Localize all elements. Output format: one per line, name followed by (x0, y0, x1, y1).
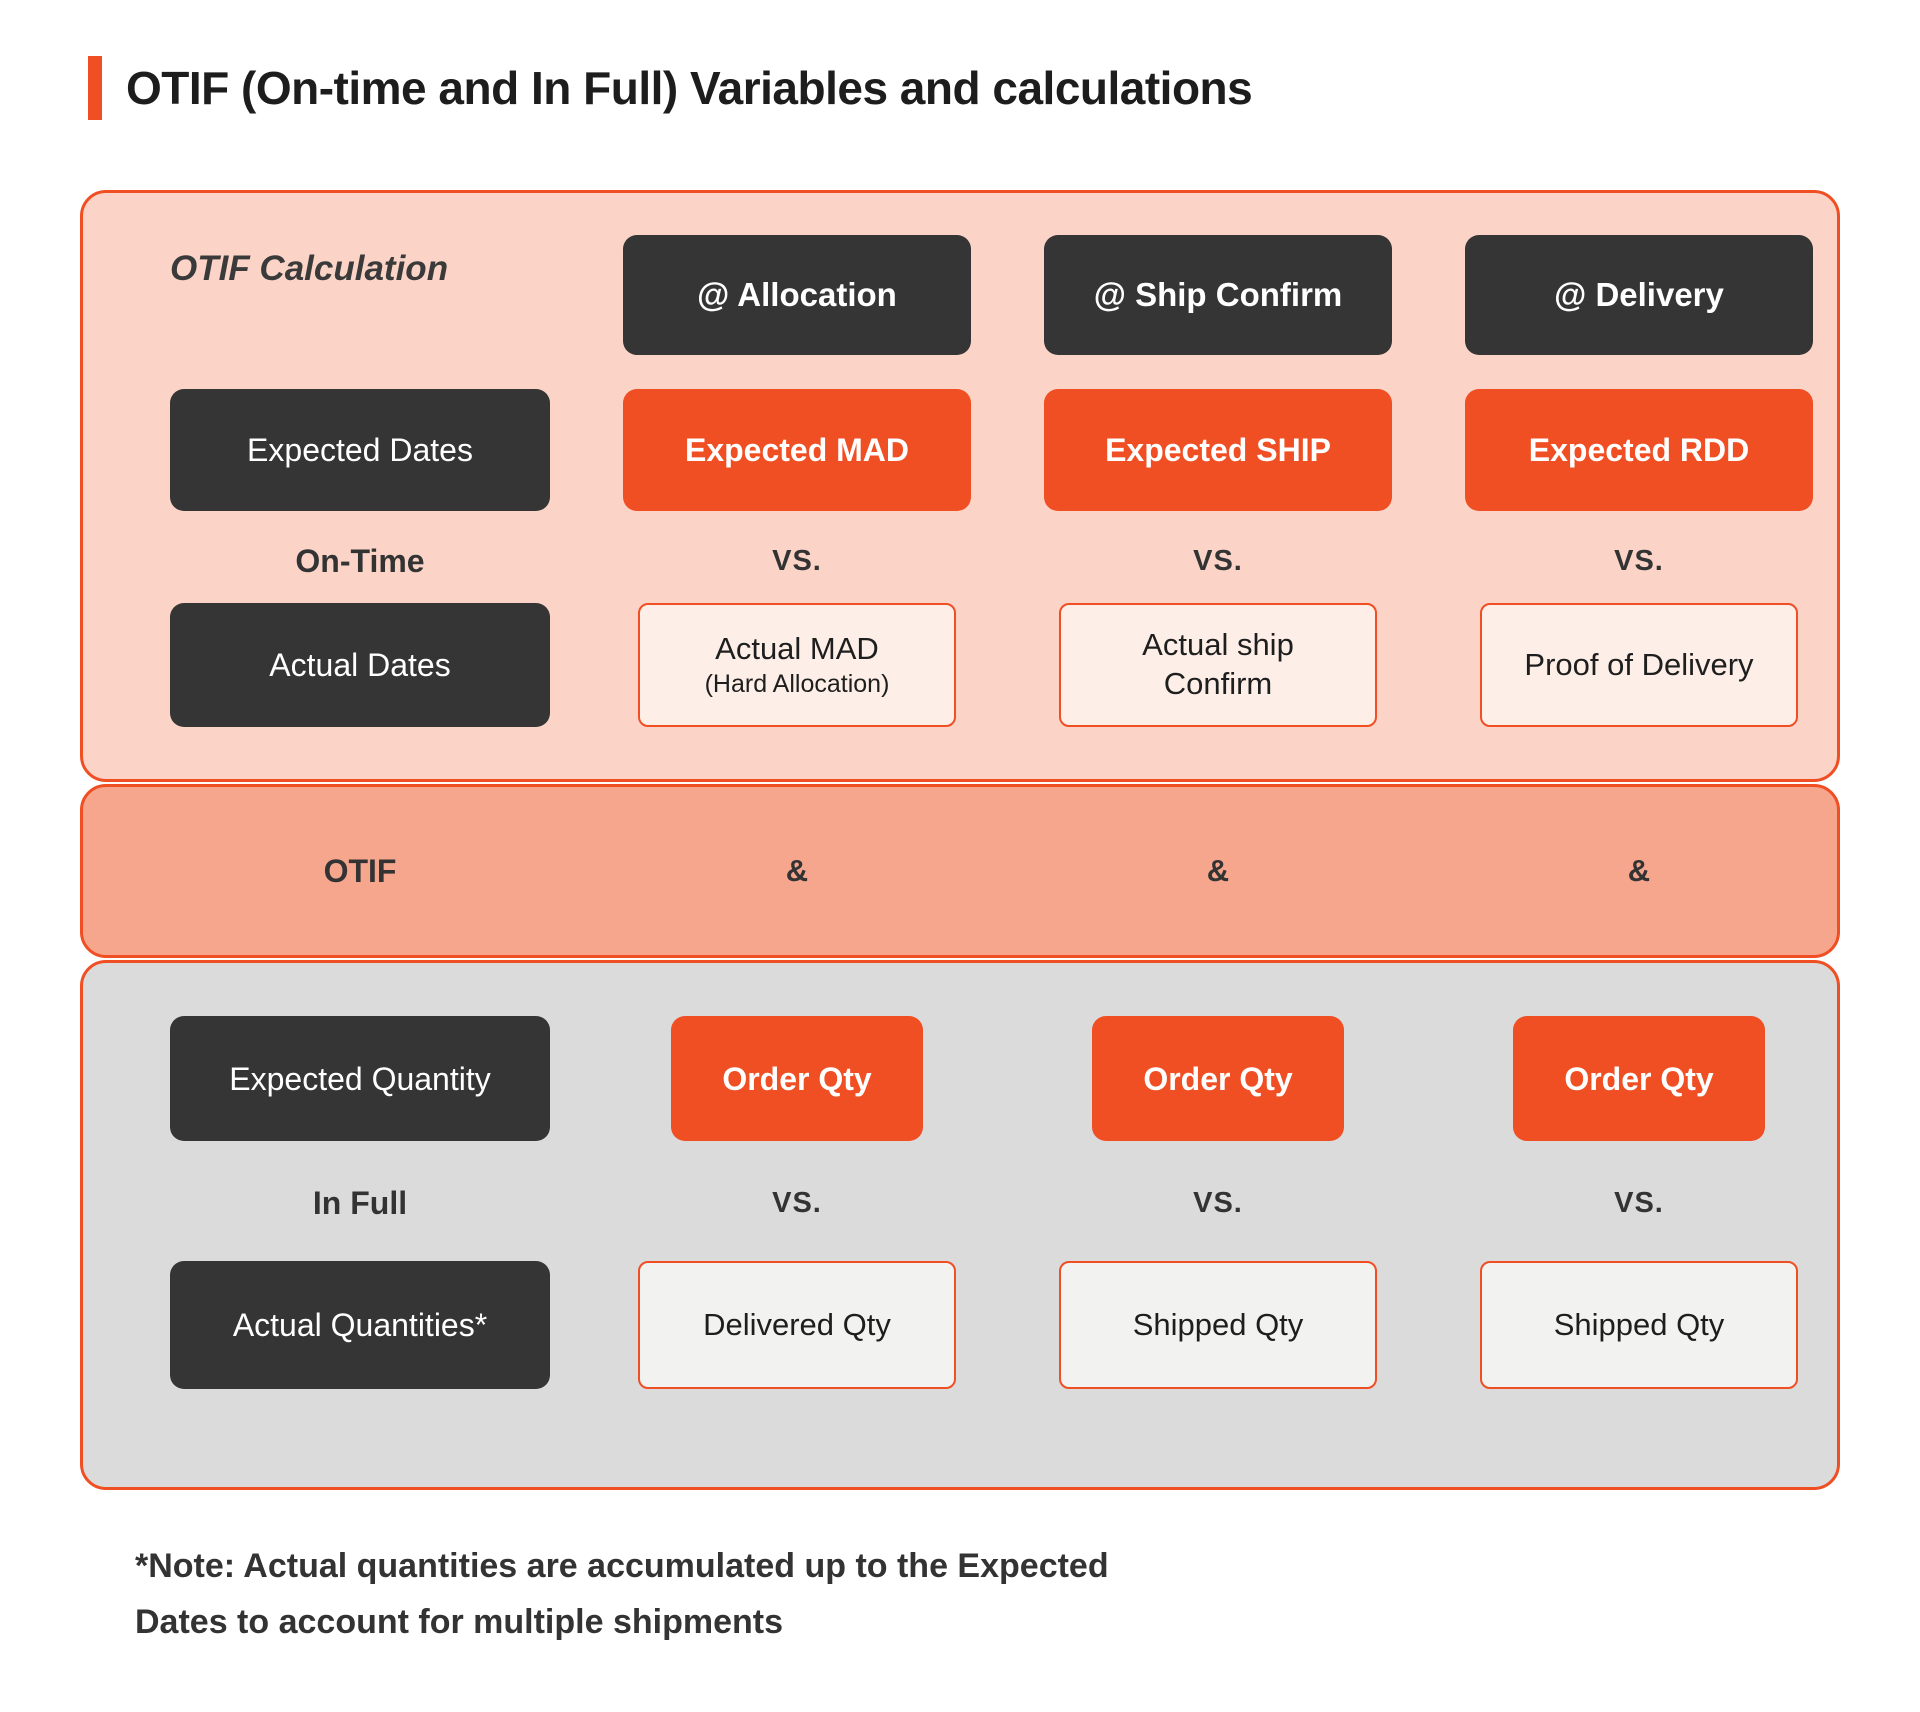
title-accent-bar (88, 56, 102, 120)
expected-quantity-box: Expected Quantity (170, 1016, 550, 1141)
page-title: OTIF (On-time and In Full) Variables and… (126, 62, 1253, 114)
actual-quantities-box: Actual Quantities* (170, 1261, 550, 1389)
on-time-label: On-Time (295, 542, 425, 579)
in-full-panel: Expected Quantity Order Qty Order Qty Or… (80, 960, 1840, 1490)
expected-dates-box: Expected Dates (170, 389, 550, 511)
vs-label: VS. (772, 1186, 822, 1219)
vs-label: VS. (1614, 544, 1664, 577)
footnote-line-1: *Note: Actual quantities are accumulated… (135, 1547, 1109, 1585)
order-qty-box: Order Qty (1092, 1016, 1344, 1141)
expected-mad-box: Expected MAD (623, 389, 971, 511)
column-header-delivery: @ Delivery (1465, 235, 1813, 355)
proof-of-delivery-box: Proof of Delivery (1480, 603, 1798, 727)
vs-label: VS. (1614, 1186, 1664, 1219)
expected-quantity-row: Expected Quantity Order Qty Order Qty Or… (83, 1016, 1837, 1141)
actual-mad-box: Actual MAD (Hard Allocation) (638, 603, 956, 727)
on-time-panel: OTIF Calculation @ Allocation @ Ship Con… (80, 190, 1840, 782)
otif-band-row: OTIF & & & (83, 787, 1837, 955)
actual-dates-row: Actual Dates Actual MAD (Hard Allocation… (83, 603, 1837, 727)
footnote-line-2: Dates to account for multiple shipments (135, 1603, 783, 1642)
actual-mad-subtitle: (Hard Allocation) (704, 669, 890, 698)
actual-quantities-row: Actual Quantities* Delivered Qty Shipped… (83, 1261, 1837, 1389)
column-header-row: OTIF Calculation @ Allocation @ Ship Con… (83, 235, 1837, 355)
vs-label: VS. (772, 544, 822, 577)
otif-band: OTIF & & & (80, 784, 1840, 958)
on-time-vs-row: On-Time VS. VS. VS. (83, 533, 1837, 589)
shipped-qty-box: Shipped Qty (1480, 1261, 1798, 1389)
vs-label: VS. (1193, 1186, 1243, 1219)
vs-label: VS. (1193, 544, 1243, 577)
order-qty-box: Order Qty (671, 1016, 923, 1141)
in-full-label: In Full (312, 1184, 408, 1221)
actual-mad-title: Actual MAD (715, 631, 879, 666)
expected-rdd-box: Expected RDD (1465, 389, 1813, 511)
in-full-vs-row: In Full VS. VS. VS. (83, 1173, 1837, 1233)
and-operator: & (785, 853, 809, 888)
otif-label: OTIF (323, 852, 397, 889)
delivered-qty-box: Delivered Qty (638, 1261, 956, 1389)
footnote: *Note: Actual quantities are accumulated… (135, 1538, 1109, 1650)
title-row: OTIF (On-time and In Full) Variables and… (88, 56, 1253, 120)
column-header-allocation: @ Allocation (623, 235, 971, 355)
and-operator: & (1627, 853, 1651, 888)
actual-dates-box: Actual Dates (170, 603, 550, 727)
order-qty-box: Order Qty (1513, 1016, 1765, 1141)
actual-ship-confirm-box: Actual ship Confirm (1059, 603, 1377, 727)
section-label: OTIF Calculation (170, 249, 449, 288)
column-header-ship-confirm: @ Ship Confirm (1044, 235, 1392, 355)
expected-dates-row: Expected Dates Expected MAD Expected SHI… (83, 389, 1837, 511)
expected-ship-box: Expected SHIP (1044, 389, 1392, 511)
and-operator: & (1206, 853, 1230, 888)
shipped-qty-box: Shipped Qty (1059, 1261, 1377, 1389)
